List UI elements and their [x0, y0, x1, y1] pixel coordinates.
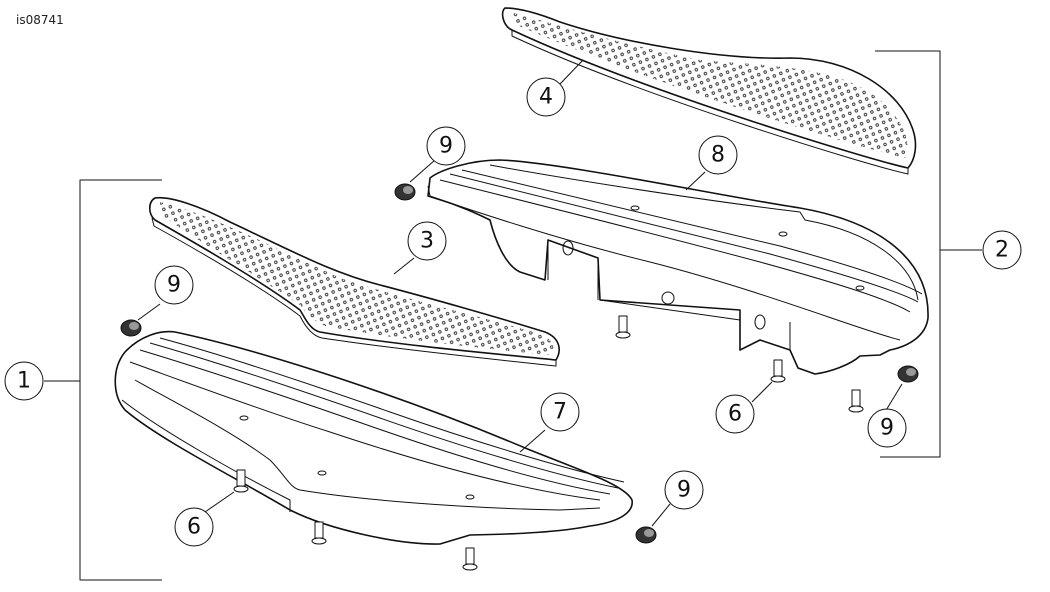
pin-6f [462, 547, 478, 571]
callout-9-left-label: 9 [167, 273, 181, 298]
callout-8-label: 8 [711, 143, 725, 168]
callout-8: 8 [698, 135, 738, 175]
callout-9-bottom: 9 [664, 470, 704, 510]
footboard-base-right [427, 159, 929, 375]
callout-9-right: 9 [867, 408, 907, 448]
callout-9-top: 9 [426, 126, 466, 166]
leader-lines [137, 59, 903, 527]
callout-3: 3 [407, 221, 447, 261]
callout-9-right-label: 9 [880, 416, 894, 441]
grommet-9b [120, 319, 142, 337]
grommet-9d [635, 526, 657, 544]
pin-6a [615, 315, 631, 339]
callout-6-right-label: 6 [728, 402, 742, 427]
callout-2-label: 2 [995, 238, 1009, 263]
pin-6c [848, 389, 864, 413]
bracket-group-1 [44, 179, 162, 581]
grommet-9c [897, 365, 919, 383]
document-id: is08741 [16, 13, 64, 27]
footboard-pad-left [148, 196, 560, 367]
callout-6-left: 6 [174, 507, 214, 547]
callout-6-left-label: 6 [187, 515, 201, 540]
bracket-group-2 [875, 50, 982, 458]
footboard-pad-right [501, 7, 917, 175]
pin-6d [233, 469, 249, 493]
callout-9-left: 9 [154, 265, 194, 305]
pin-6e [311, 521, 327, 545]
callout-2: 2 [982, 230, 1022, 270]
callout-3-label: 3 [420, 229, 434, 254]
footboard-base-left [114, 330, 633, 545]
callout-1: 1 [4, 361, 44, 401]
pin-6b [770, 359, 786, 383]
callout-7: 7 [540, 392, 580, 432]
callout-9-top-label: 9 [439, 134, 453, 159]
callout-4: 4 [526, 77, 566, 117]
callout-9-bottom-label: 9 [677, 478, 691, 503]
grommet-9a [394, 183, 416, 201]
callout-6-right: 6 [715, 394, 755, 434]
callout-4-label: 4 [539, 85, 553, 110]
callout-7-label: 7 [553, 400, 567, 425]
callout-1-label: 1 [17, 369, 31, 394]
